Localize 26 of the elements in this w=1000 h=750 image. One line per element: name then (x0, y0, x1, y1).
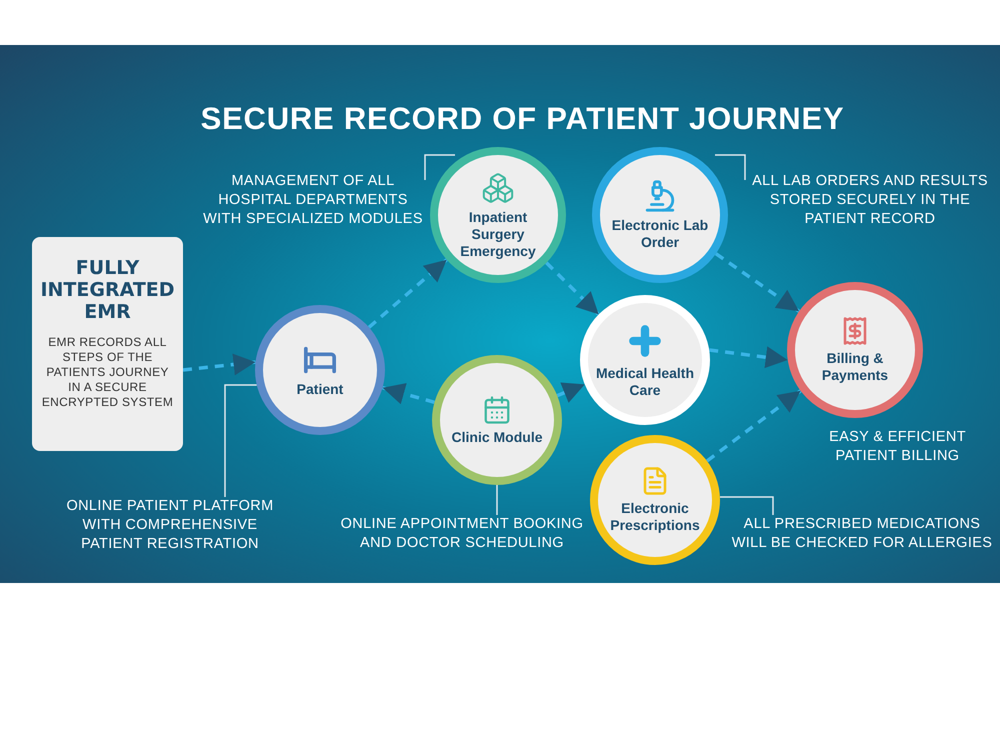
leader-line (720, 496, 774, 515)
annotation-text: ONLINE APPOINTMENT BOOKING AND DOCTOR SCHEDULING (331, 515, 593, 553)
dashed-arrow (708, 346, 788, 368)
leader-line (496, 485, 498, 515)
module-label: Medical Health Care (595, 365, 695, 399)
dashed-arrow (714, 252, 800, 313)
annotation-text: ALL LAB ORDERS AND RESULTS STORED SECURELY IN THE PATIENT RECORD (751, 172, 989, 229)
module-label: Electronic Prescriptions (609, 500, 701, 534)
module-label: Patient (296, 380, 344, 398)
dashed-arrow (545, 262, 600, 316)
module-label: Clinic Module (450, 428, 544, 446)
card-text: EMR RECORDS ALL STEPS OF THE PATIENTS JOURNEY IN A SECURE ENCRYPTED SYSTEM (40, 335, 174, 410)
module-label: Billing & Payments (820, 350, 890, 384)
annotation-text: ALL PRESCRIBED MEDICATIONS WILL BE CHECKED FOR ALLERGIES (727, 515, 997, 553)
leader-line (224, 384, 257, 497)
annotation-text: ONLINE PATIENT PLATFORM WITH COMPREHENSIVE PATIENT REGISTRATION (60, 497, 280, 554)
annotation-text: MANAGEMENT OF ALL HOSPITAL DEPARTMENTS WITH SPECIALIZED MODULES (202, 172, 424, 229)
dashed-arrow (182, 354, 256, 376)
annotation-text: EASY & EFFICIENT PATIENT BILLING (828, 428, 967, 466)
card-heading: FULLY INTEGRATED EMR (40, 257, 175, 323)
dashed-arrow (706, 389, 802, 462)
module-label: Electronic Lab Order (610, 217, 710, 251)
info-card (32, 237, 183, 451)
title: SECURE RECORD OF PATIENT JOURNEY (200, 100, 846, 138)
dashed-arrow (368, 258, 448, 329)
module-label: Inpatient Surgery Emergency (459, 208, 537, 260)
